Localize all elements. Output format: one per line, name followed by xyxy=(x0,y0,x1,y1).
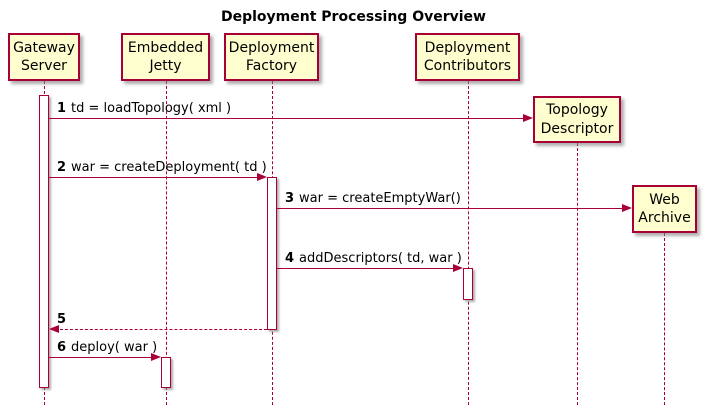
message-1-arrowhead-icon xyxy=(523,114,533,122)
message-5-line xyxy=(55,329,267,330)
activation-bar-deployment-contributors xyxy=(463,268,473,300)
message-3-text: war = createEmptyWar() xyxy=(299,191,461,206)
message-5-arrowhead-icon xyxy=(49,325,59,333)
message-3-arrowhead-icon xyxy=(622,204,632,212)
message-4-number: 4 xyxy=(285,251,295,266)
lifeline-web-archive xyxy=(664,233,665,405)
message-2-line xyxy=(49,177,261,178)
message-4-line xyxy=(277,268,457,269)
message-6-arrowhead-icon xyxy=(151,353,161,361)
diagram-title: Deployment Processing Overview xyxy=(221,9,486,25)
message-6-text: deploy( war ) xyxy=(71,340,158,355)
message-3-label: 3 war = createEmptyWar() xyxy=(285,191,461,206)
message-2-text: war = createDeployment( td ) xyxy=(71,160,267,175)
message-4-label: 4 addDescriptors( td, war ) xyxy=(285,251,462,266)
message-1-label: 1 td = loadTopology( xml ) xyxy=(57,101,231,116)
message-6-label: 6 deploy( war ) xyxy=(57,340,157,355)
message-6-number: 6 xyxy=(57,340,67,355)
activation-bar-gateway-server xyxy=(39,95,49,388)
lifeline-topology-descriptor xyxy=(577,143,578,405)
message-2-number: 2 xyxy=(57,160,67,175)
message-2-label: 2 war = createDeployment( td ) xyxy=(57,160,267,175)
lifeline-embedded-jetty xyxy=(166,81,167,405)
message-3-number: 3 xyxy=(285,191,295,206)
participant-deployment-contributors: Deployment Contributors xyxy=(415,33,520,81)
participant-gateway-server: Gateway Server xyxy=(8,33,80,81)
message-1-text: td = loadTopology( xml ) xyxy=(71,101,232,116)
participant-deployment-factory: Deployment Factory xyxy=(224,33,319,81)
lifeline-deployment-contributors xyxy=(468,81,469,405)
activation-bar-embedded-jetty xyxy=(161,357,171,388)
participant-embedded-jetty: Embedded Jetty xyxy=(121,33,210,81)
message-1-number: 1 xyxy=(57,101,67,116)
message-2-arrowhead-icon xyxy=(257,173,267,181)
activation-bar-deployment-factory xyxy=(267,177,277,330)
participant-web-archive: Web Archive xyxy=(632,185,697,233)
message-1-line xyxy=(49,118,527,119)
message-3-line xyxy=(277,208,626,209)
message-6-line xyxy=(49,357,155,358)
message-5-number: 5 xyxy=(57,312,67,327)
message-5-label: 5 xyxy=(57,312,71,327)
message-4-arrowhead-icon xyxy=(453,264,463,272)
participant-topology-descriptor: Topology Descriptor xyxy=(533,96,621,143)
message-4-text: addDescriptors( td, war ) xyxy=(299,251,462,266)
